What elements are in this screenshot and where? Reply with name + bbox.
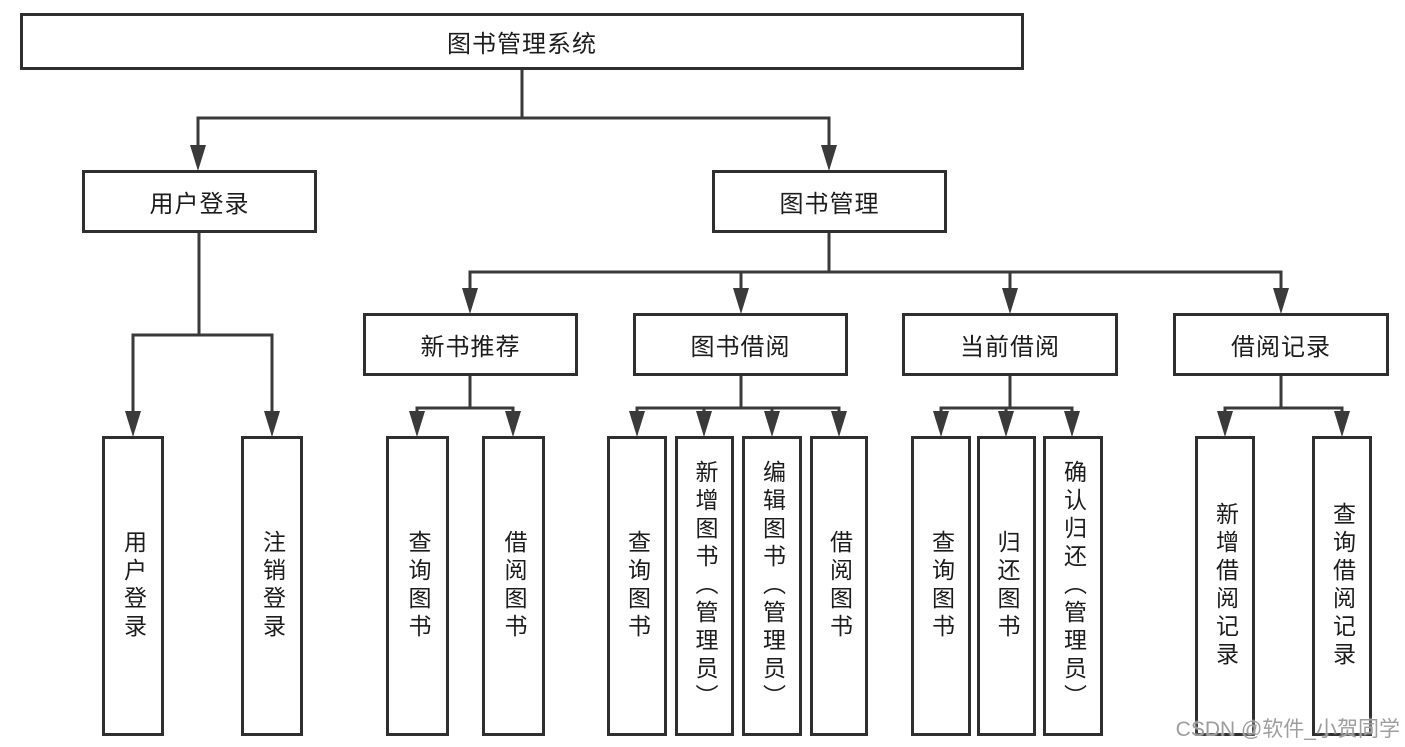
node-label: 查询图书 — [928, 530, 955, 642]
node-label: 用户登录 — [120, 530, 147, 642]
node-label: 编辑图书（管理员） — [759, 460, 786, 712]
node-label: 借阅记录 — [1231, 334, 1331, 361]
node-system-root: 图书管理系统 — [20, 13, 1024, 70]
node-label: 查询图书 — [624, 530, 651, 642]
node-label: 用户登录 — [149, 191, 250, 218]
node-user-login: 用户登录 — [102, 436, 164, 736]
node-label: 新书推荐 — [420, 334, 521, 361]
node-label: 归还图书 — [994, 530, 1020, 642]
node-label: 新增图书（管理员） — [692, 460, 718, 712]
node-edit-books-admin: 编辑图书（管理员） — [742, 436, 802, 736]
node-label: 图书借阅 — [690, 334, 791, 361]
node-book-borrowing: 图书借阅 — [633, 313, 848, 376]
node-label: 新增借阅记录 — [1212, 502, 1239, 670]
node-return-books: 归还图书 — [977, 436, 1036, 736]
node-logout: 注销登录 — [241, 436, 303, 736]
node-query-books-borrowing: 查询图书 — [607, 436, 667, 736]
node-book-management: 图书管理 — [712, 170, 947, 233]
node-borrow-books-recommend: 借阅图书 — [482, 436, 545, 736]
node-add-borrow-record: 新增借阅记录 — [1195, 436, 1255, 736]
node-confirm-return-admin: 确认归还（管理员） — [1043, 436, 1103, 736]
node-label: 借阅图书 — [826, 530, 853, 642]
node-query-borrow-record: 查询借阅记录 — [1312, 436, 1372, 736]
node-label: 图书管理 — [779, 191, 880, 218]
node-current-borrowing: 当前借阅 — [902, 313, 1118, 376]
node-user-login-group: 用户登录 — [82, 170, 317, 233]
node-label: 注销登录 — [259, 530, 286, 642]
node-query-books-recommend: 查询图书 — [386, 436, 449, 736]
node-add-books-admin: 新增图书（管理员） — [675, 436, 734, 736]
node-label: 查询借阅记录 — [1329, 502, 1356, 670]
node-query-books-current: 查询图书 — [911, 436, 971, 736]
csdn-watermark: CSDN @软件_小贺同学 — [1175, 718, 1400, 741]
node-label: 当前借阅 — [960, 334, 1060, 361]
node-label: 图书管理系统 — [447, 31, 597, 58]
node-label: 借阅图书 — [501, 530, 527, 642]
node-borrow-records: 借阅记录 — [1173, 313, 1389, 376]
node-new-book-recommend: 新书推荐 — [363, 313, 578, 376]
node-borrow-books: 借阅图书 — [810, 436, 868, 736]
node-label: 查询图书 — [405, 530, 431, 642]
node-label: 确认归还（管理员） — [1060, 460, 1087, 712]
